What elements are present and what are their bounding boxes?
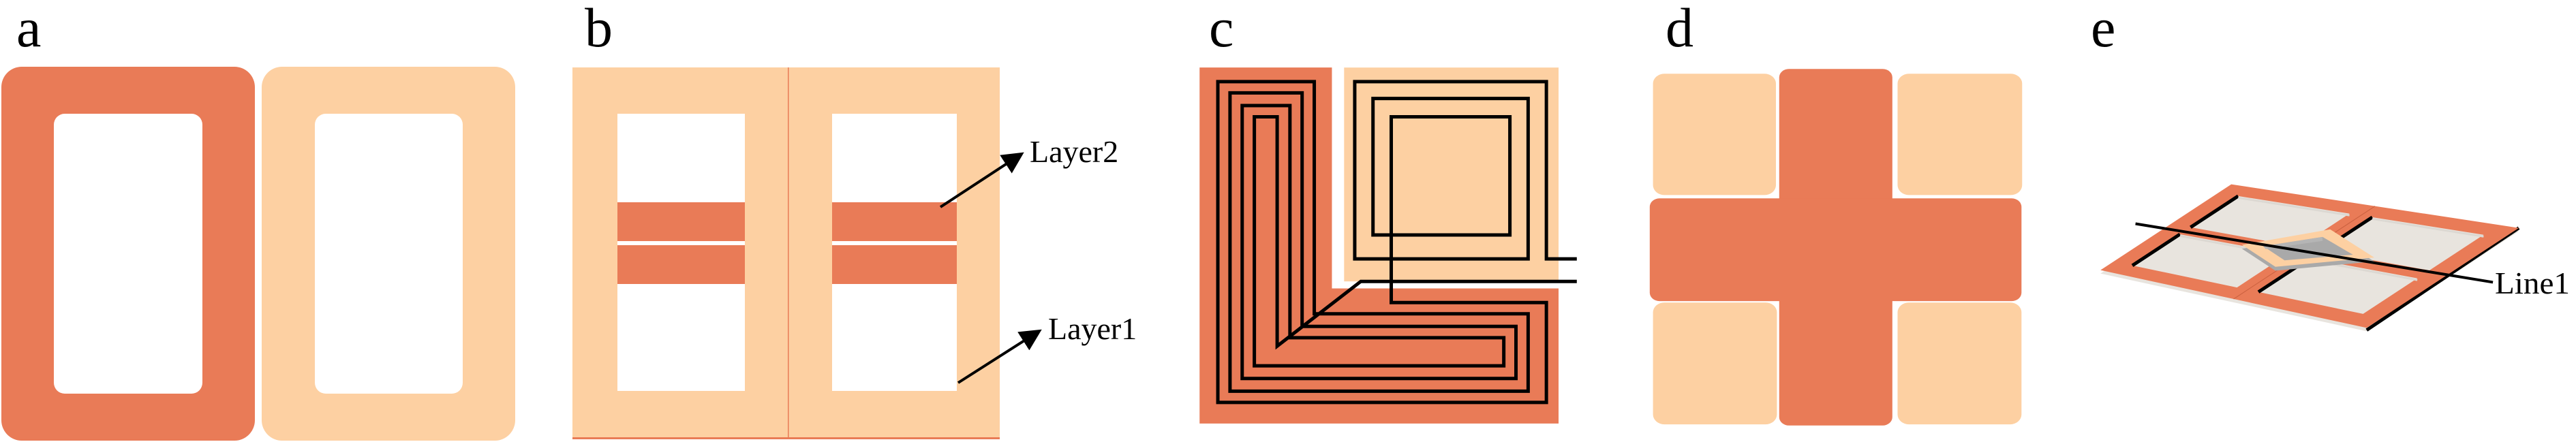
panel-label-c: c (1209, 0, 1233, 59)
panel-label-b: b (585, 0, 613, 59)
layer1-label: Layer1 (1048, 311, 1137, 346)
panel-b: b Layer2 Layer1 (572, 0, 1137, 439)
hole-edge-shadow (2190, 196, 2238, 227)
frame-bottom-edge (572, 437, 1000, 439)
panel-label-d: d (1666, 0, 1693, 59)
panel-d (1649, 69, 2023, 426)
layer2-arrow (939, 152, 1024, 208)
square-layer (1344, 67, 1559, 282)
hole-edge-shadow (2132, 234, 2180, 266)
layer2-strip (832, 202, 957, 241)
layer2-strip (617, 202, 745, 241)
frame-divider (788, 67, 789, 439)
hole-edge-highlight (2238, 198, 2349, 215)
panel-c (1199, 67, 1577, 424)
panel-e (2100, 184, 2519, 332)
coil-winding (1218, 82, 1577, 402)
panel-label-a: a (16, 0, 41, 59)
line1-label: Line1 (2495, 266, 2570, 300)
cross-horizontal-bar (1649, 198, 2022, 302)
peach-ring (262, 67, 515, 441)
layer1-arrow (957, 329, 1042, 384)
layer2-strip (832, 245, 957, 284)
orange-ring (1, 67, 255, 441)
panel-a: a (1, 0, 515, 441)
frame-edge-shadow (2367, 228, 2519, 330)
corner-pad (1897, 302, 2022, 425)
corner-pad (1897, 74, 2023, 195)
layer2-strip (617, 245, 745, 284)
corner-pad (1653, 74, 1776, 195)
line1-cut-line (2136, 223, 2494, 282)
layer2-label: Layer2 (1030, 134, 1118, 169)
panel-label-e: e (2091, 0, 2115, 59)
corner-pad (1653, 302, 1777, 425)
hole-edge-highlight (2372, 219, 2483, 236)
